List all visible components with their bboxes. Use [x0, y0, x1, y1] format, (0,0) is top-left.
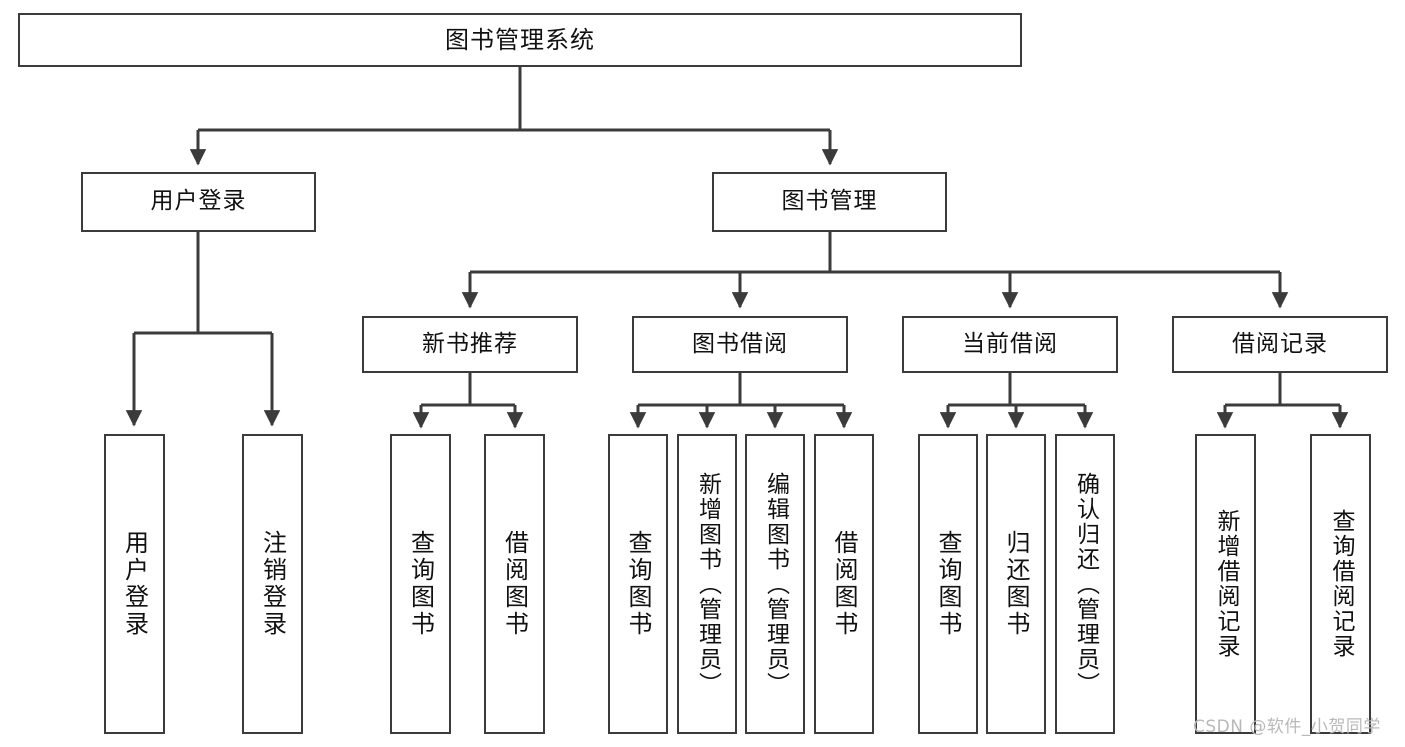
node-label: 用户登录: [150, 188, 247, 215]
leaf-current-borrow-confirm-return[interactable]: 确认归还（管理员）: [1055, 434, 1115, 734]
leaf-current-borrow-return[interactable]: 归还图书: [986, 434, 1046, 734]
leaf-borrow-record-query[interactable]: 查询借阅记录: [1310, 434, 1371, 734]
node-label: 借阅图书: [830, 530, 858, 638]
leaf-book-borrow-lend[interactable]: 借阅图书: [814, 434, 874, 734]
leaf-current-borrow-query[interactable]: 查询图书: [918, 434, 978, 734]
leaf-book-borrow-edit[interactable]: 编辑图书（管理员）: [745, 434, 805, 734]
leaf-user-login-signout[interactable]: 注销登录: [242, 434, 303, 734]
node-label: 当前借阅: [962, 330, 1058, 357]
leaf-new-book-query[interactable]: 查询图书: [390, 434, 451, 734]
node-user-login[interactable]: 用户登录: [81, 172, 316, 232]
node-label: 借阅图书: [500, 530, 529, 638]
node-label: 编辑图书（管理员）: [762, 471, 789, 697]
node-label: 新增图书（管理员）: [694, 471, 721, 697]
node-book-management[interactable]: 图书管理: [712, 172, 947, 232]
node-label: 图书借阅: [692, 330, 788, 357]
leaf-book-borrow-add[interactable]: 新增图书（管理员）: [677, 434, 737, 734]
node-label: 查询图书: [624, 530, 652, 638]
node-current-borrow[interactable]: 当前借阅: [902, 316, 1118, 373]
leaf-new-book-borrow[interactable]: 借阅图书: [484, 434, 545, 734]
node-label: 用户登录: [120, 530, 149, 638]
leaf-book-borrow-query[interactable]: 查询图书: [608, 434, 668, 734]
node-borrow-record[interactable]: 借阅记录: [1172, 316, 1388, 373]
node-label: 确认归还（管理员）: [1072, 471, 1099, 697]
node-new-book-recommend[interactable]: 新书推荐: [362, 316, 578, 373]
node-label: 查询借阅记录: [1328, 509, 1354, 659]
node-label: 归还图书: [1002, 530, 1030, 638]
leaf-user-login-signin[interactable]: 用户登录: [104, 434, 165, 734]
node-label: 注销登录: [258, 530, 287, 638]
leaf-borrow-record-add[interactable]: 新增借阅记录: [1195, 434, 1256, 734]
node-label: 借阅记录: [1232, 330, 1328, 357]
node-label: 新书推荐: [422, 330, 518, 357]
node-book-borrow[interactable]: 图书借阅: [632, 316, 848, 373]
node-label: 图书管理: [781, 188, 878, 215]
node-label: 图书管理系统: [445, 25, 595, 54]
node-label: 新增借阅记录: [1213, 509, 1239, 659]
node-label: 查询图书: [934, 530, 962, 638]
node-root-system[interactable]: 图书管理系统: [18, 13, 1022, 67]
node-label: 查询图书: [406, 530, 435, 638]
